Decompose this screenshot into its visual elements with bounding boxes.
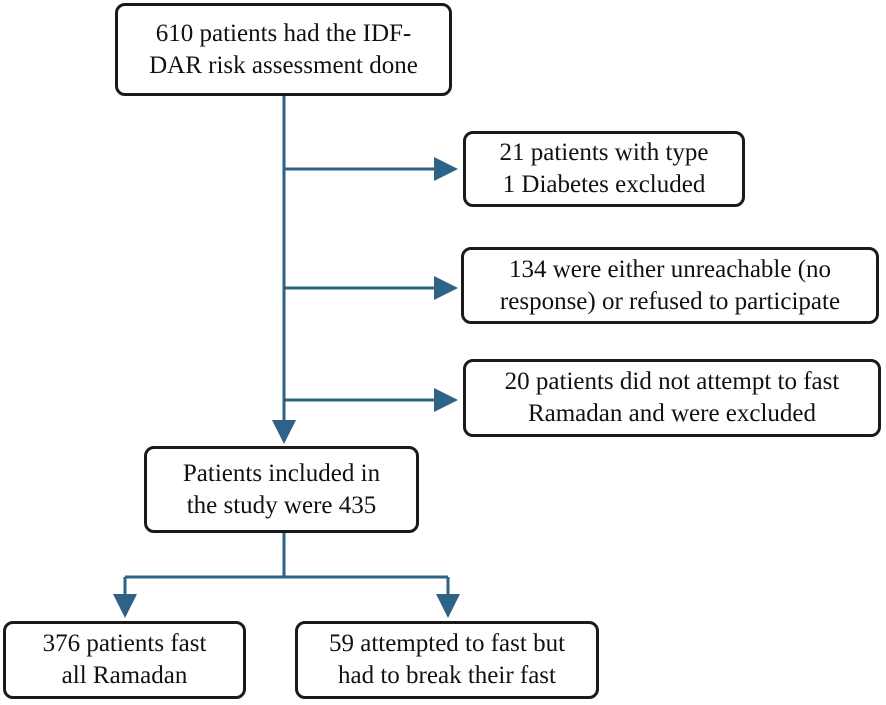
included-line-1: Patients included in (182, 459, 381, 487)
exclusion-1-line-1: 21 patients with type (499, 139, 709, 166)
outcome-2-line-1: 59 attempted to fast but (328, 630, 566, 657)
outcome-1-line-1: 376 patients fast (42, 630, 207, 657)
start-box-line-1: 610 patients had the IDF- (155, 19, 412, 47)
included-box: Patients included in the study were 435 (144, 446, 419, 533)
exclusion-box-type1-diabetes: 21 patients with type 1 Diabetes exclude… (463, 131, 745, 207)
exclusion-1-line-2: 1 Diabetes excluded (502, 171, 706, 198)
outcome-1-line-2: all Ramadan (61, 662, 188, 689)
included-line-2: the study were 435 (186, 491, 377, 519)
exclusion-box-unreachable: 134 were either unreachable (no response… (461, 247, 879, 324)
exclusion-2-line-1: 134 were either unreachable (no (508, 255, 832, 283)
outcome-box-fasted-all: 376 patients fast all Ramadan (3, 621, 246, 699)
exclusion-3-line-2: Ramadan and were excluded (527, 400, 817, 427)
outcome-box-broke-fast: 59 attempted to fast but had to break th… (295, 621, 599, 699)
exclusion-box-did-not-fast: 20 patients did not attempt to fast Rama… (463, 359, 881, 437)
start-box: 610 patients had the IDF- DAR risk asses… (115, 3, 452, 96)
start-box-line-2: DAR risk assessment done (149, 51, 418, 79)
exclusion-2-line-2: response) or refused to participate (499, 287, 841, 315)
outcome-2-line-2: had to break their fast (338, 662, 556, 689)
exclusion-3-line-1: 20 patients did not attempt to fast (504, 368, 840, 395)
